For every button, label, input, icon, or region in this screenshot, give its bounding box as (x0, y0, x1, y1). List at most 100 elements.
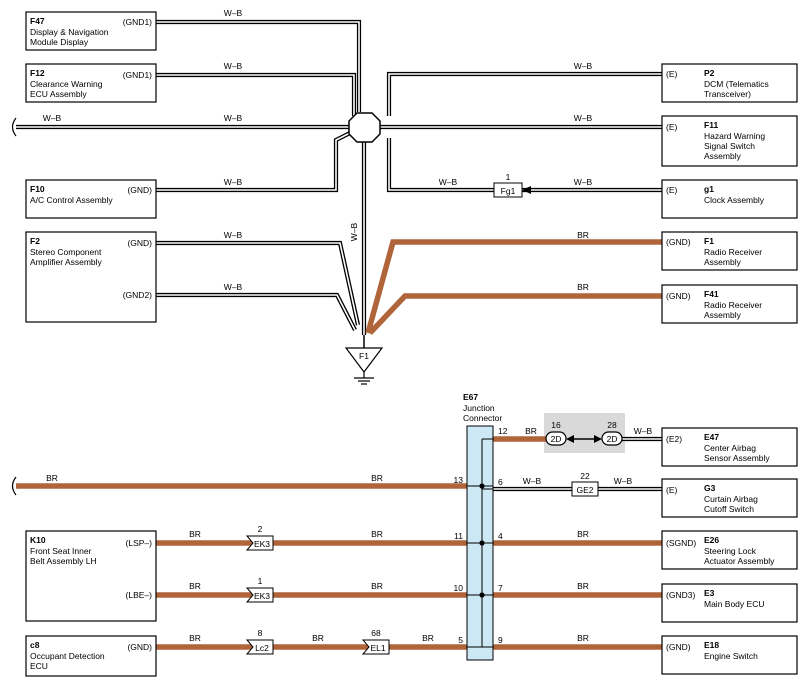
break-symbol-upper (11, 117, 17, 137)
label-text: (GND) (127, 185, 152, 195)
label-text: F11 (704, 120, 718, 130)
label-text: Curtain Airbag (704, 494, 758, 504)
ground-label: F1 (359, 351, 369, 361)
wire-label: BR (577, 282, 589, 292)
connector-ge2: GE2 22 (571, 471, 599, 497)
wire-label: W–B (574, 61, 593, 71)
wire-label: W–B (574, 177, 593, 187)
break-symbol-lower (11, 476, 17, 496)
label-text: g1 (704, 184, 714, 194)
component-e3: (GND3) E3 Main Body ECU (661, 583, 798, 623)
label-text: (E) (666, 69, 678, 79)
label-text: 1 (258, 576, 263, 586)
label-text: 12 (498, 426, 508, 436)
wire-label: W–B (224, 177, 243, 187)
label-text: BR (189, 581, 201, 591)
component-e47: (E2) E47 Center Airbag Sensor Assembly (661, 427, 798, 467)
label-text: ECU (30, 661, 48, 671)
br-wires-lower (16, 436, 662, 650)
label-text: 68 (371, 628, 381, 638)
fg1-label: Fg1 (501, 186, 516, 196)
label-text: EK3 (254, 591, 270, 601)
label-text: (LBE–) (126, 590, 153, 600)
label-text: (E) (666, 185, 678, 195)
label-text: Center Airbag (704, 443, 756, 453)
label-text: A/C Control Assembly (30, 195, 113, 205)
wire-label: W–B (224, 61, 243, 71)
wire-label: W–B (43, 113, 62, 123)
label-text: (E2) (666, 434, 682, 444)
label-text: F2 (30, 236, 40, 246)
label-text: (LSP–) (126, 538, 153, 548)
label-text: Belt Assembly LH (30, 556, 97, 566)
label-text: 4 (498, 531, 503, 541)
label-text: BR (422, 633, 434, 643)
component-p2: (E) P2 DCM (Telematics Transceiver) (661, 63, 798, 103)
label-text: 7 (498, 583, 503, 593)
label-text: W–B (614, 476, 633, 486)
fg1-pin: 1 (506, 172, 511, 182)
label-text: Cutoff Switch (704, 504, 754, 514)
label-text: 6 (498, 477, 503, 487)
label-text: 2D (607, 434, 618, 444)
component-f41: (GND) F41 Radio Receiver Assembly (661, 284, 798, 324)
label-text: Sensor Assembly (704, 453, 770, 463)
wire-label: W–B (439, 177, 458, 187)
ground-symbol: F1 (344, 335, 384, 385)
label-text: F1 (704, 236, 714, 246)
component-k10: K10 Front Seat Inner Belt Assembly LH (L… (25, 530, 157, 622)
label-text: Front Seat Inner (30, 546, 92, 556)
label-text: (GND1) (123, 17, 152, 27)
label-text: P2 (704, 68, 715, 78)
wire-label: W–B (224, 282, 243, 292)
label-text: E47 (704, 432, 719, 442)
label-text: Engine Switch (704, 651, 758, 661)
label-text: BR (577, 633, 589, 643)
label-text: (GND1) (123, 70, 152, 80)
label-text: BR (525, 426, 537, 436)
wire-label: W–B (224, 113, 243, 123)
label-text: F10 (30, 184, 45, 194)
label-text: Radio Receiver (704, 300, 762, 310)
label-text: E3 (704, 588, 715, 598)
connector-2d-pair: 2D 2D 16 28 (545, 420, 623, 446)
junction-connector-e67: E67 Junction Connector 12 13 6 11 4 10 7… (454, 392, 508, 661)
label-text: 2D (551, 434, 562, 444)
label-text: 8 (258, 628, 263, 638)
wire-label: W–B (224, 230, 243, 240)
label-text: F41 (704, 289, 719, 299)
label-text: EK3 (254, 539, 270, 549)
label-text: BR (371, 473, 383, 483)
label-text: Amplifier Assembly (30, 257, 103, 267)
label-text: Occupant Detection (30, 651, 105, 661)
component-e26: (SGND) E26 Steering Lock Actuator Assemb… (661, 530, 798, 570)
label-text: G3 (704, 483, 716, 493)
wb-wires (16, 19, 662, 335)
label-text: (GND) (127, 238, 152, 248)
label-text: (GND) (127, 642, 152, 652)
label-text: 2 (258, 524, 263, 534)
label-text: Lc2 (255, 643, 269, 653)
label-text: c8 (30, 640, 40, 650)
component-f10: F10 A/C Control Assembly (GND) (25, 179, 157, 219)
label-text: Clearance Warning (30, 79, 103, 89)
wire-label: BR (577, 230, 589, 240)
label-text: 28 (607, 420, 617, 430)
component-f47: F47 Display & Navigation Module Display … (25, 11, 157, 51)
label-text: 16 (551, 420, 561, 430)
label-text: 9 (498, 635, 503, 645)
component-f12: F12 Clearance Warning ECU Assembly (GND1… (25, 63, 157, 103)
label-text: BR (371, 529, 383, 539)
label-text: BR (312, 633, 324, 643)
label-text: Assembly (704, 151, 742, 161)
label-text: Signal Switch (704, 141, 755, 151)
label-text: Display & Navigation (30, 27, 109, 37)
label-text: BR (577, 529, 589, 539)
label-text: Main Body ECU (704, 599, 764, 609)
label-text: Steering Lock (704, 546, 757, 556)
label-text: F47 (30, 16, 45, 26)
component-f11: (E) F11 Hazard Warning Signal Switch Ass… (661, 115, 798, 167)
component-g1: (E) g1 Clock Assembly (661, 179, 798, 219)
connector-ek3-a: EK3 2 (245, 524, 274, 551)
label-text: 11 (454, 531, 463, 541)
